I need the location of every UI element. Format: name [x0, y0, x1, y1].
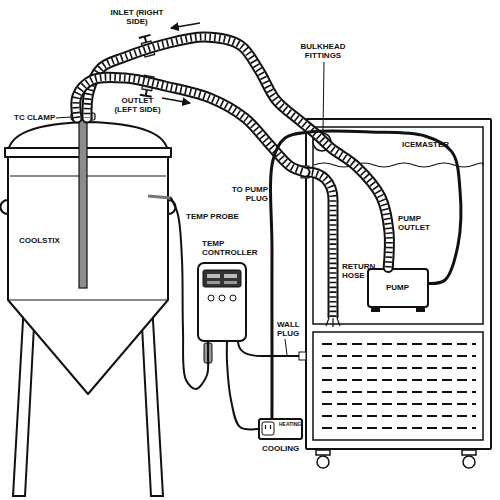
outlet-hose: [76, 77, 305, 172]
handle: [1, 200, 9, 214]
valve-handle: [140, 89, 153, 97]
display-segment: [207, 274, 220, 278]
flow-arrow: [171, 23, 200, 28]
vessel-body: [8, 157, 168, 394]
part-label: WALL PLUG: [277, 320, 312, 338]
pump-foot: [371, 308, 380, 312]
connector-label: TO PUMP PLUG: [226, 185, 268, 203]
node-label: HEATING: [279, 421, 303, 427]
vent-slat: [322, 403, 476, 405]
node-label: TEMP CONTROLLER: [202, 239, 264, 257]
casters: [316, 450, 476, 468]
display-segment: [224, 274, 237, 278]
fermenter: COOLSTIX: [5, 118, 171, 398]
hose-braid: [307, 172, 333, 318]
leader-line: [323, 62, 324, 133]
button: [230, 295, 236, 301]
flow-label: OUTLET (LEFT SIDE): [110, 96, 165, 114]
button: [219, 295, 225, 301]
temp-probe-rod: [148, 196, 171, 198]
probe-cable: [171, 198, 208, 389]
cable-line: [171, 198, 208, 389]
part-label: TC CLAMP: [14, 113, 69, 122]
vent-slat: [322, 391, 476, 393]
display-segment: [224, 281, 237, 284]
pump: PUMP: [367, 268, 429, 308]
part-label: RETURN HOSE: [342, 262, 382, 280]
vent-slat: [322, 427, 476, 429]
wall-plug: [299, 352, 306, 360]
pump-foot: [416, 308, 425, 312]
node-label: PUMP: [369, 283, 427, 292]
pump-cord: [270, 131, 460, 418]
hose-outline: [76, 77, 305, 172]
coolstix-rod: [79, 116, 87, 288]
hose-end: [326, 318, 340, 327]
vent-slat: [322, 415, 476, 417]
caster-bracket: [316, 450, 330, 455]
vent-slat: [322, 355, 476, 357]
hose-fill: [307, 172, 333, 318]
caster-wheel: [463, 456, 475, 468]
leader-line: [285, 339, 287, 355]
hose-fill: [87, 37, 389, 268]
leader-line: [56, 117, 71, 118]
vent-slat: [322, 367, 476, 369]
liquid-line: [10, 176, 166, 177]
button: [208, 295, 214, 301]
display-segment: [207, 281, 220, 284]
hose-braid: [87, 37, 389, 268]
return-hose: [307, 172, 340, 327]
caster-wheel: [317, 456, 329, 468]
flow-arrow: [162, 98, 190, 103]
flow-label: INLET (RIGHT SIDE): [108, 8, 166, 26]
cone-seam: [8, 300, 168, 301]
node-label: COOLSTIX: [19, 236, 79, 245]
hose-fill: [76, 77, 305, 172]
part-label: BULKHEAD FITTINGS: [298, 42, 348, 60]
hose-braid: [76, 77, 305, 172]
cable-line: [227, 342, 258, 429]
display: [203, 270, 241, 287]
vent-panel: [313, 332, 483, 440]
vent-slat: [322, 343, 476, 345]
controller-cord: [227, 342, 258, 429]
hose-outline: [307, 172, 333, 318]
vent-slats: [322, 344, 476, 428]
part-label: PUMP OUTLET: [398, 214, 438, 232]
outlet-socket: [262, 422, 274, 435]
socket-slots: [266, 425, 271, 429]
hose-outline: [87, 37, 389, 268]
lid-rim: [5, 148, 171, 157]
cable-line: [270, 131, 460, 418]
controller-face: [203, 270, 241, 301]
fermenter-outline: [5, 118, 171, 398]
inlet-hose: [87, 37, 389, 268]
part-label: TEMP PROBE: [186, 212, 246, 221]
vent-slat: [322, 379, 476, 381]
caster-bracket: [462, 450, 476, 455]
